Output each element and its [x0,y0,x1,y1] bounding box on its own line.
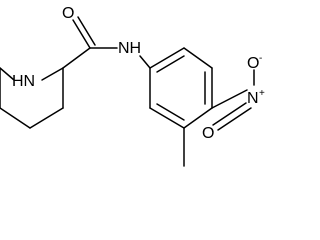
nitro-oxygen-top-charge: - [259,53,262,64]
bond-nitrogen-aryl [139,55,151,69]
chemical-structure: O NH HN N + O - O [0,5,265,167]
carbonyl-oxygen-label: O [62,5,74,22]
amide-group [62,16,118,69]
aryl-bond-4 [183,107,213,129]
nitro-nitrogen-charge: + [259,88,265,99]
nitro-oxygen-top-label: O [247,55,259,72]
bond-carbonyl-oxygen-1 [72,19,91,49]
nitro-oxygen-left-label: O [202,125,214,142]
aryl-bond-2 [183,47,213,69]
aryl-bond-5 [149,107,185,129]
piperidine-bond-c6-n [0,67,15,81]
bond-nitro-oxygen-left-2 [217,107,252,131]
aryl-ring [139,47,213,129]
piperidine-bond-n-c2 [41,67,64,81]
bond-carbonyl-oxygen-2 [77,16,96,46]
ring-nitrogen-label: HN [12,73,35,90]
bond-ring-carbonyl [62,47,91,69]
bond-aryl-nitro [211,89,248,109]
piperidine-bond-c4-c5 [0,107,31,129]
aryl-bond-1 [149,47,185,69]
piperidine-ring [0,67,64,129]
aryl-inner-bond-1 [156,55,185,73]
bond-nitro-oxygen-left-1 [212,102,247,126]
piperidine-bond-c3-c4 [29,107,64,129]
aryl-inner-bond-3 [156,103,185,121]
amide-nitrogen-label: NH [118,40,141,57]
substituents [183,69,255,167]
nitro-nitrogen-label: N [247,90,259,107]
